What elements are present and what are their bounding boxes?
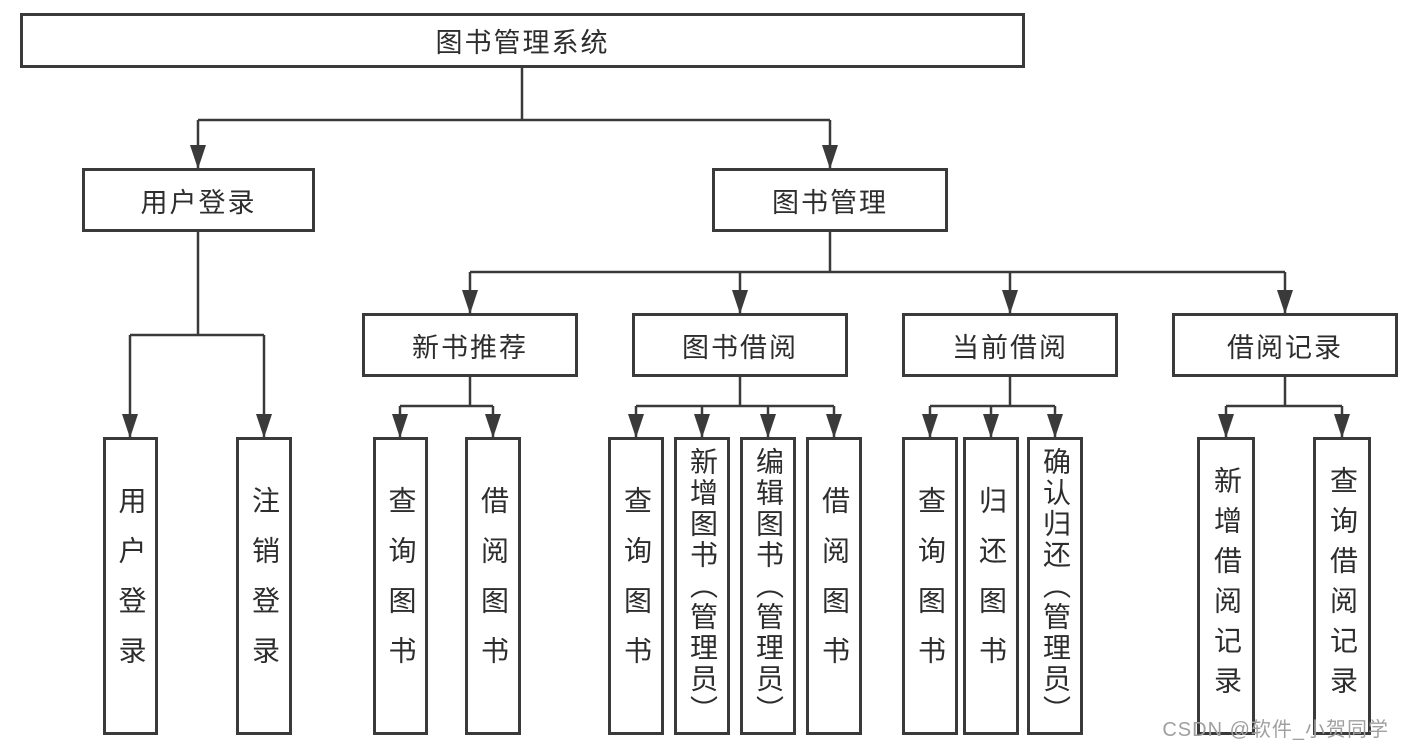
node-borrow-records-label: 借阅记录 bbox=[1227, 332, 1343, 363]
leaf-return-book: 归还图书 bbox=[963, 437, 1019, 735]
leaf-user-login-label: 用户登录 bbox=[115, 486, 147, 686]
leaf-add-book-admin: 新增图书（管理员） bbox=[674, 437, 730, 735]
node-user-login: 用户登录 bbox=[82, 168, 315, 232]
leaf-query-books-current: 查询图书 bbox=[902, 437, 958, 735]
leaf-query-books-borrow: 查询图书 bbox=[608, 437, 664, 735]
leaf-confirm-return-admin-label: 确认归还（管理员） bbox=[1040, 446, 1071, 726]
leaf-borrow-books-label: 借阅图书 bbox=[819, 486, 850, 686]
watermark: CSDN @软件_小贺同学 bbox=[1162, 719, 1389, 741]
node-library-system: 图书管理系统 bbox=[20, 13, 1025, 68]
leaf-query-books-current-label: 查询图书 bbox=[915, 486, 946, 686]
leaf-return-book-label: 归还图书 bbox=[976, 486, 1007, 686]
leaf-borrow-books: 借阅图书 bbox=[806, 437, 862, 735]
leaf-add-borrow-record-label: 新增借阅记录 bbox=[1211, 466, 1242, 706]
leaf-query-borrow-record: 查询借阅记录 bbox=[1313, 437, 1371, 735]
leaf-borrow-books-recommend: 借阅图书 bbox=[465, 437, 521, 735]
node-book-management-label: 图书管理 bbox=[772, 187, 888, 218]
leaf-add-book-admin-label: 新增图书（管理员） bbox=[687, 446, 718, 726]
leaf-borrow-books-recommend-label: 借阅图书 bbox=[478, 486, 509, 686]
leaf-user-login: 用户登录 bbox=[103, 437, 158, 735]
node-book-borrow-label: 图书借阅 bbox=[682, 332, 798, 363]
leaf-query-books-recommend: 查询图书 bbox=[373, 437, 428, 735]
node-book-borrow: 图书借阅 bbox=[632, 313, 848, 377]
connector-arrows bbox=[122, 120, 1350, 438]
leaf-logout: 注销登录 bbox=[236, 437, 292, 735]
connector-trunks bbox=[130, 68, 1342, 408]
leaf-query-books-borrow-label: 查询图书 bbox=[621, 486, 652, 686]
leaf-logout-label: 注销登录 bbox=[249, 486, 280, 686]
leaf-query-borrow-record-label: 查询借阅记录 bbox=[1327, 466, 1358, 706]
leaf-confirm-return-admin: 确认归还（管理员） bbox=[1027, 437, 1083, 735]
node-borrow-records: 借阅记录 bbox=[1172, 313, 1398, 377]
node-book-management: 图书管理 bbox=[712, 168, 948, 232]
node-new-book-recommend-label: 新书推荐 bbox=[412, 332, 528, 363]
leaf-query-books-recommend-label: 查询图书 bbox=[385, 486, 417, 686]
node-new-book-recommend: 新书推荐 bbox=[362, 313, 578, 377]
leaf-add-borrow-record: 新增借阅记录 bbox=[1197, 437, 1255, 735]
node-user-login-label: 用户登录 bbox=[140, 187, 257, 218]
node-current-borrow: 当前借阅 bbox=[902, 313, 1118, 377]
node-current-borrow-label: 当前借阅 bbox=[952, 332, 1068, 363]
leaf-edit-book-admin-label: 编辑图书（管理员） bbox=[753, 446, 784, 726]
node-library-system-label: 图书管理系统 bbox=[435, 28, 610, 58]
leaf-edit-book-admin: 编辑图书（管理员） bbox=[740, 437, 796, 735]
